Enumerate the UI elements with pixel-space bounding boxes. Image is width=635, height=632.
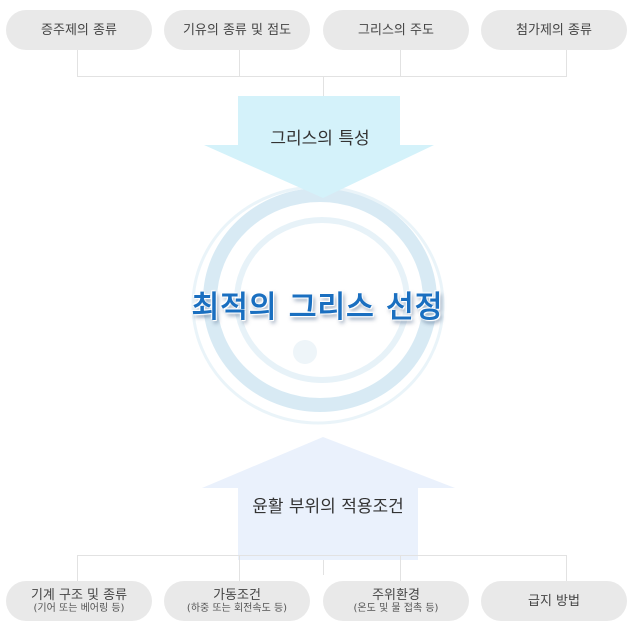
pill-label: 기계 구조 및 종류 bbox=[30, 587, 128, 603]
bottom-item-operating: 가동조건(하중 또는 회전속도 등) bbox=[164, 581, 310, 621]
pill-label: 주위환경 bbox=[372, 587, 420, 603]
pill-label: 첨가제의 종류 bbox=[516, 22, 592, 38]
top-item-thickener: 증주제의 종류 bbox=[6, 10, 152, 50]
connector bbox=[323, 560, 324, 575]
bottom-arrow-label: 윤활 부위의 적용조건 bbox=[252, 497, 404, 517]
top-item-consistency: 그리스의 주도 bbox=[323, 10, 469, 50]
connector bbox=[77, 76, 567, 77]
connector bbox=[323, 76, 324, 96]
pill-sublabel: (기어 또는 베어링 등) bbox=[33, 602, 125, 614]
connector bbox=[239, 50, 240, 76]
top-item-additives: 첨가제의 종류 bbox=[481, 10, 627, 50]
pill-label: 급지 방법 bbox=[528, 593, 580, 609]
connector bbox=[566, 50, 567, 76]
pill-sublabel: (하중 또는 회전속도 등) bbox=[186, 602, 288, 614]
connector bbox=[77, 50, 78, 76]
pill-label: 증주제의 종류 bbox=[41, 22, 117, 38]
connector bbox=[77, 555, 78, 581]
top-arrow-shape bbox=[204, 96, 434, 198]
pill-label: 그리스의 주도 bbox=[358, 22, 434, 38]
connector bbox=[77, 555, 567, 556]
top-item-base-oil: 기유의 종류 및 점도 bbox=[164, 10, 310, 50]
top-arrow-label: 그리스의 특성 bbox=[270, 129, 370, 149]
connector bbox=[566, 555, 567, 581]
pill-label: 가동조건 bbox=[213, 587, 261, 603]
connector bbox=[400, 50, 401, 76]
bottom-item-environment: 주위환경(온도 및 물 접촉 등) bbox=[323, 581, 469, 621]
connector bbox=[239, 555, 240, 581]
pill-sublabel: (온도 및 물 접촉 등) bbox=[353, 602, 439, 614]
bottom-item-machine: 기계 구조 및 종류(기어 또는 베어링 등) bbox=[6, 581, 152, 621]
connector bbox=[400, 555, 401, 581]
bottom-arrow-shape bbox=[202, 437, 455, 560]
bottom-item-feeding: 급지 방법 bbox=[481, 581, 627, 621]
center-title: 최적의 그리스 선정 bbox=[191, 290, 444, 325]
pill-label: 기유의 종류 및 점도 bbox=[182, 22, 292, 38]
